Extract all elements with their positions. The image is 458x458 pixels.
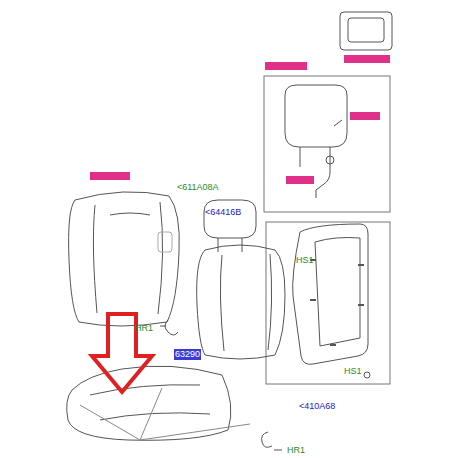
callout-label: 63290 bbox=[174, 349, 201, 360]
callout-label: HR1 bbox=[286, 445, 306, 456]
callout-label: HS1 bbox=[343, 366, 363, 377]
callout-label: HS1 bbox=[295, 255, 315, 266]
callout-label: <611A08A bbox=[176, 182, 220, 193]
callout-label: <64416B bbox=[204, 207, 242, 218]
callout-label: HR1 bbox=[134, 323, 154, 334]
callout-label: <410A68 bbox=[298, 401, 336, 412]
